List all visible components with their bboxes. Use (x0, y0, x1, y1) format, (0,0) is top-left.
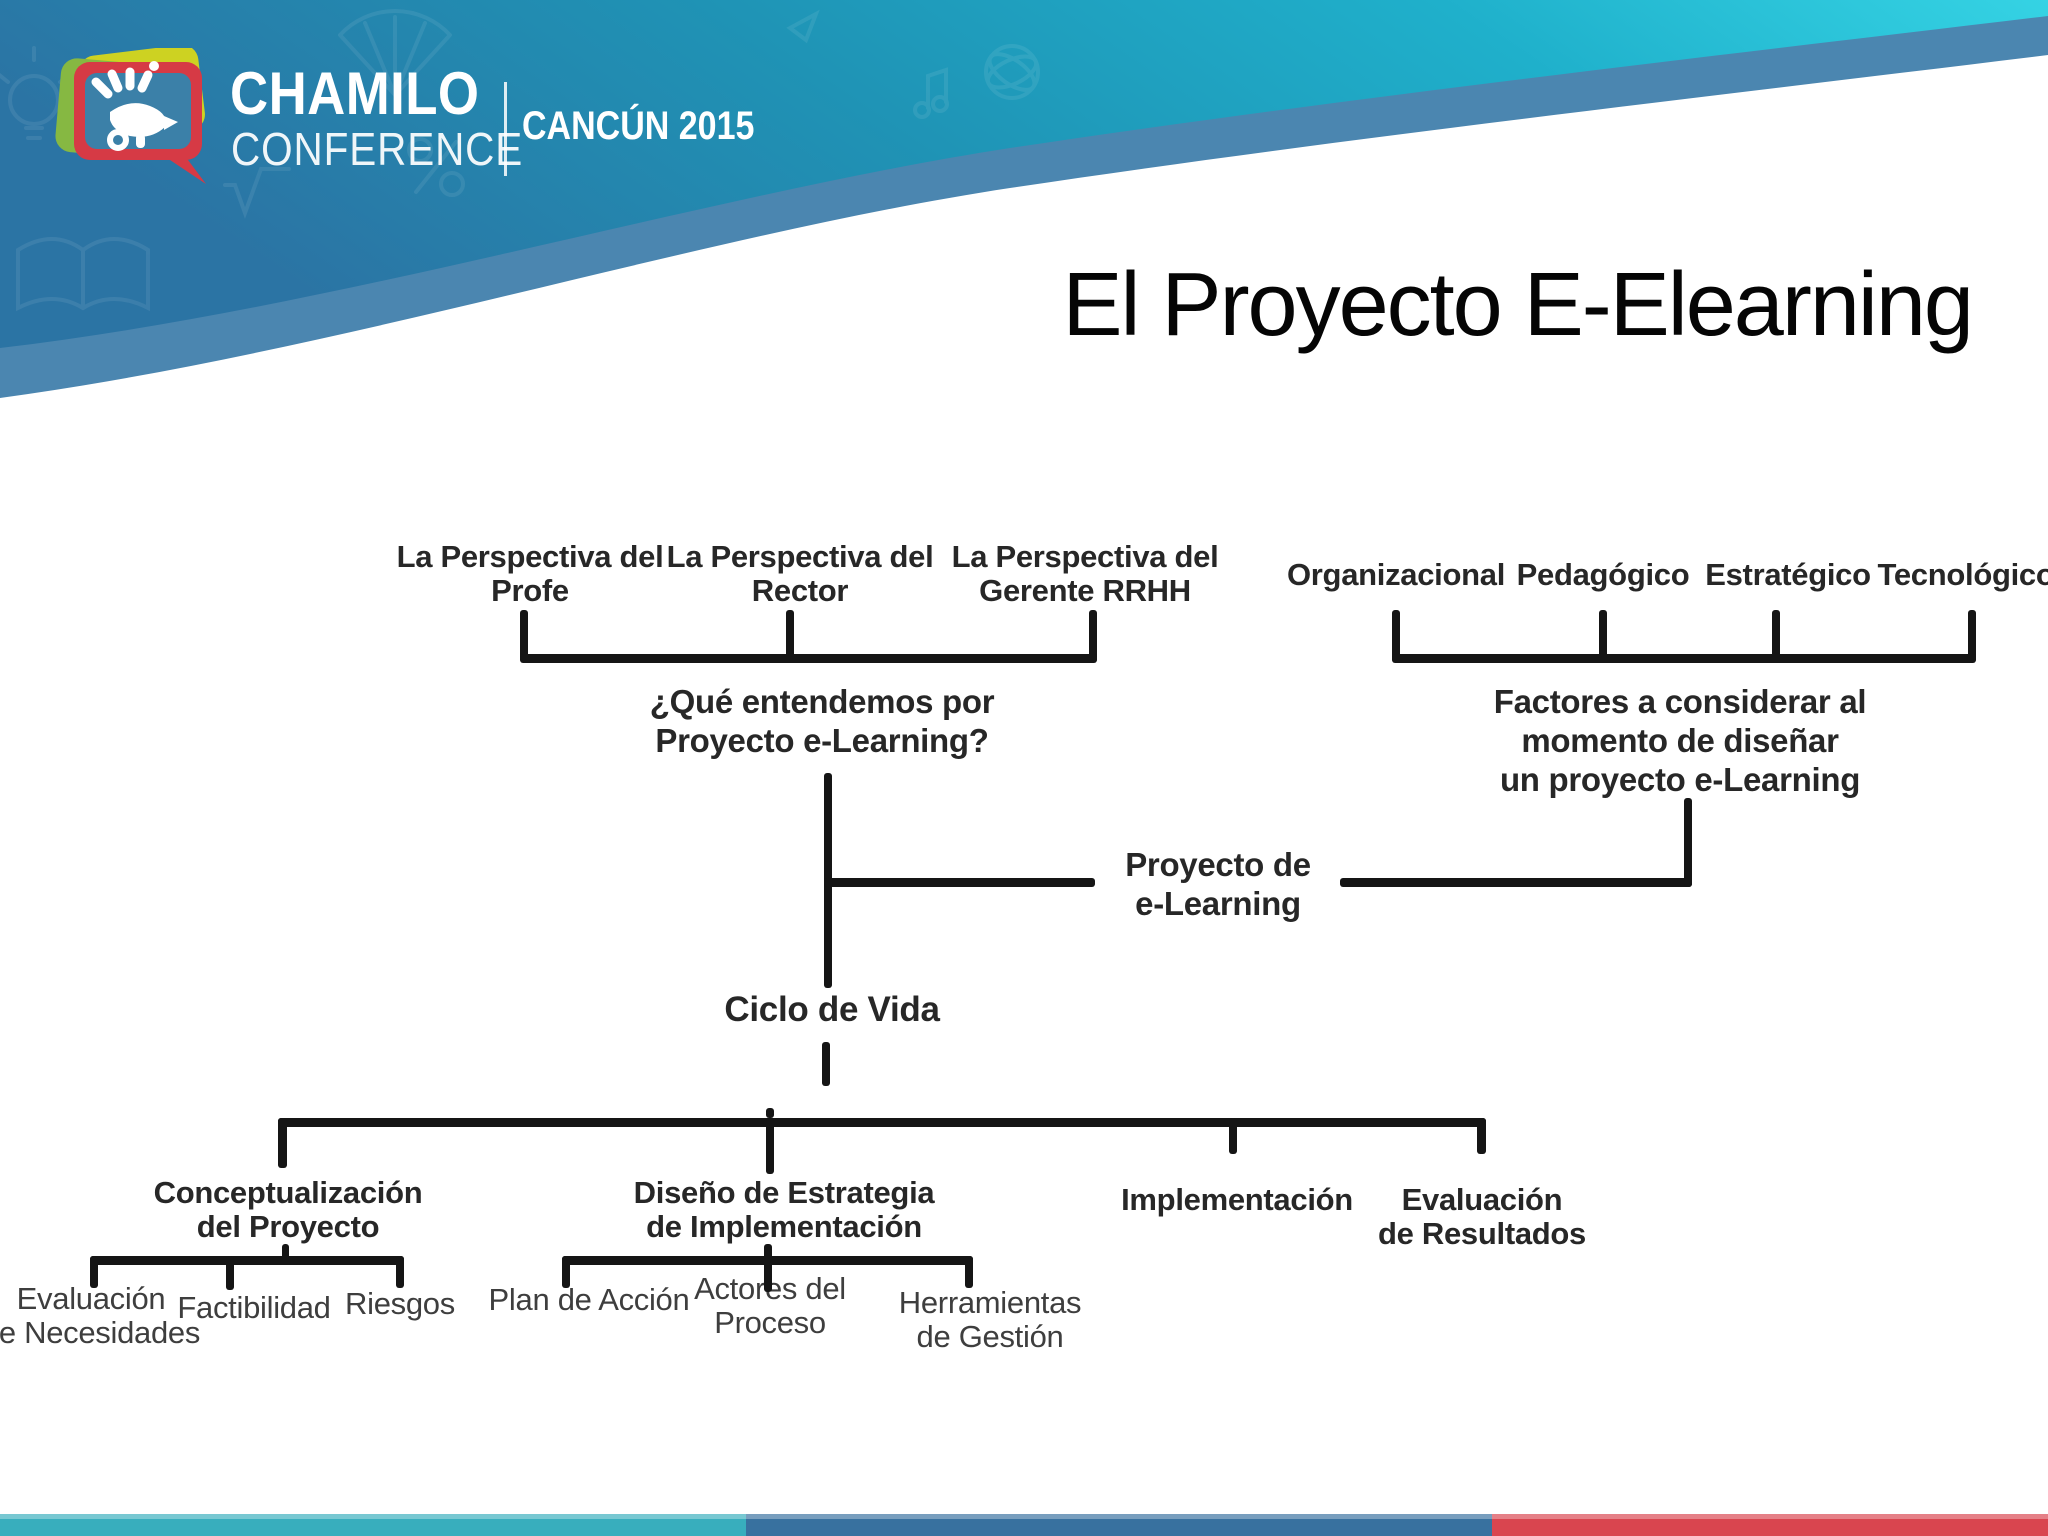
node-factibilidad: Factibilidad (177, 1290, 331, 1325)
chameleon-icon (91, 61, 178, 151)
connector-line (965, 1256, 973, 1288)
connector-line (562, 1256, 570, 1288)
connector-line (764, 1244, 772, 1292)
node-perspectiva-rector: La Perspectiva del Rector (666, 539, 934, 608)
connector-line (520, 610, 528, 662)
connector-line (824, 878, 1095, 887)
connector-line (766, 1118, 774, 1174)
node-implementacion: Implementación (1121, 1182, 1353, 1217)
node-ciclo-de-vida: Ciclo de Vida (724, 990, 940, 1029)
connector-line (822, 1042, 830, 1086)
connector-line (786, 610, 794, 662)
footer-highlight (0, 1514, 2048, 1519)
brand-divider (504, 82, 507, 176)
connector-line (282, 1244, 289, 1260)
connector-line (766, 1108, 774, 1118)
node-que-entendemos: ¿Qué entendemos por Proyecto e-Learning? (649, 683, 995, 759)
connector-line (226, 1256, 234, 1290)
connector-line (278, 1118, 287, 1168)
connector-line (1340, 878, 1692, 887)
node-herramientas-gestion: Herramientas de Gestión (898, 1285, 1082, 1354)
connector-line (278, 1118, 1486, 1127)
node-conceptualizacion: Conceptualización del Proyecto (153, 1175, 423, 1244)
scribble-globe-icon (984, 44, 1040, 100)
node-riesgos: Riesgos (345, 1286, 455, 1321)
node-evaluacion-necesidades: Evaluación de Necesidades (0, 1281, 201, 1350)
brand-name: CHAMILO (230, 60, 480, 127)
node-factores-considerar: Factores a considerar al momento de dise… (1493, 683, 1867, 798)
footer-segment-teal (0, 1514, 746, 1536)
brand-header: CHAMILO CONFERENCE CANCÚN 2015 (0, 0, 900, 220)
connector-line (1684, 798, 1692, 887)
node-perspectiva-profe: La Perspectiva del Profe (396, 539, 664, 608)
connector-line (1477, 1118, 1486, 1154)
connector-line (396, 1256, 404, 1288)
footer-segment-blue (746, 1514, 1492, 1536)
connector-line (1772, 610, 1780, 662)
connector-line (1392, 610, 1400, 662)
node-diseno-estrategia: Diseño de Estrategia de Implementación (633, 1175, 935, 1244)
node-evaluacion-resultados: Evaluación de Resultados (1378, 1182, 1586, 1251)
connector-line (1968, 610, 1976, 662)
connector-line (1089, 610, 1097, 662)
connector-line (520, 654, 1097, 663)
connector-line (562, 1256, 973, 1265)
connector-line (1392, 654, 1976, 663)
node-proyecto-elearning: Proyecto de e-Learning (1125, 846, 1311, 922)
connector-line (90, 1256, 404, 1265)
node-actores-proceso: Actores del Proceso (694, 1271, 846, 1340)
music-note-icon (913, 67, 949, 119)
brand-subtitle: CONFERENCE (231, 123, 524, 175)
node-perspectiva-gerente: La Perspectiva del Gerente RRHH (951, 539, 1219, 608)
node-factor-estrategico: Estratégico (1705, 557, 1871, 592)
connector-line (1599, 610, 1607, 662)
node-factor-pedagogico: Pedagógico (1516, 557, 1690, 592)
open-book-icon (16, 237, 150, 312)
brand-event: CANCÚN 2015 (522, 104, 755, 148)
node-factor-organizacional: Organizacional (1286, 557, 1506, 592)
chamilo-logo (55, 48, 206, 184)
node-factor-tecnologico: Tecnológico (1877, 557, 2048, 592)
page-title: El Proyecto E-Elearning (1062, 255, 1974, 355)
connector-line (1229, 1118, 1237, 1154)
connector-line (90, 1256, 98, 1288)
node-plan-de-accion: Plan de Acción (488, 1282, 690, 1317)
footer-segment-red (1492, 1514, 2048, 1536)
